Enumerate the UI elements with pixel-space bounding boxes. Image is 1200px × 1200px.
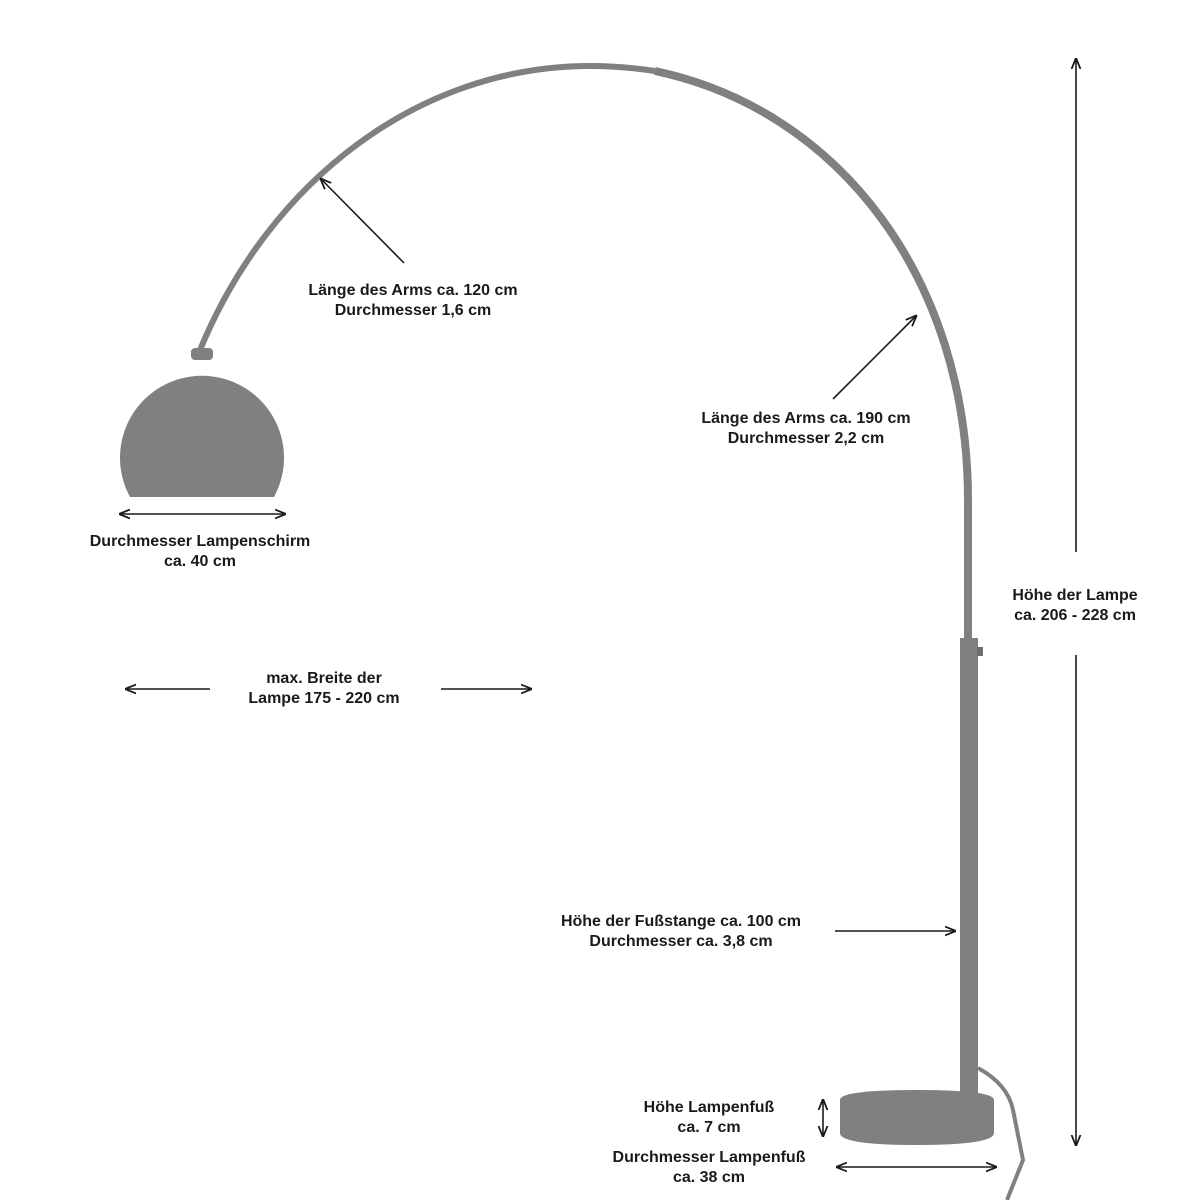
long-arm-diameter: Durchmesser 2,2 cm <box>727 430 885 447</box>
shade-diameter-value: ca. 40 cm <box>163 553 237 570</box>
short-arm-diameter: Durchmesser 1,6 cm <box>334 302 492 319</box>
base-diameter-label: Durchmesser Lampenfuß ca. 38 cm <box>598 1148 820 1188</box>
height-adjust-screw <box>977 647 983 656</box>
max-width-title: max. Breite der <box>266 670 382 687</box>
shade-cap <box>191 348 213 360</box>
shade-diameter-title: Durchmesser Lampenschirm <box>89 533 311 550</box>
foot-pole-height: Höhe der Fußstange ca. 100 cm <box>560 913 802 930</box>
shade-diameter-label: Durchmesser Lampenschirm ca. 40 cm <box>70 532 330 572</box>
lamp-height-label: Höhe der Lampe ca. 206 - 228 cm <box>1000 586 1150 626</box>
max-width-label: max. Breite der Lampe 175 - 220 cm <box>224 669 424 709</box>
lamp-height-title: Höhe der Lampe <box>1012 587 1138 604</box>
base-height-title: Höhe Lampenfuß <box>643 1099 775 1116</box>
long-arm-pointer <box>832 316 916 400</box>
lamp-shade <box>119 375 285 497</box>
foot-pole-diameter: Durchmesser ca. 3,8 cm <box>589 933 773 950</box>
max-width-value: Lampe 175 - 220 cm <box>248 690 400 707</box>
power-cable <box>977 1066 1026 1200</box>
long-arm-label: Länge des Arms ca. 190 cm Durchmesser 2,… <box>686 409 926 449</box>
long-arm <box>654 67 972 640</box>
short-arm-label: Länge des Arms ca. 120 cm Durchmesser 1,… <box>293 281 533 321</box>
base-height-value: ca. 7 cm <box>677 1119 741 1136</box>
foot-pole-label: Höhe der Fußstange ca. 100 cm Durchmesse… <box>536 912 826 952</box>
lamp-base <box>840 1090 994 1145</box>
short-arm <box>197 62 656 352</box>
short-arm-length: Länge des Arms ca. 120 cm <box>308 282 518 299</box>
long-arm-length: Länge des Arms ca. 190 cm <box>701 410 911 427</box>
foot-pole <box>960 638 978 1095</box>
lamp-height-value: ca. 206 - 228 cm <box>1014 607 1136 624</box>
base-height-label: Höhe Lampenfuß ca. 7 cm <box>624 1098 794 1138</box>
base-diameter-value: ca. 38 cm <box>672 1169 746 1186</box>
short-arm-pointer <box>321 179 405 264</box>
base-diameter-title: Durchmesser Lampenfuß <box>612 1149 806 1166</box>
